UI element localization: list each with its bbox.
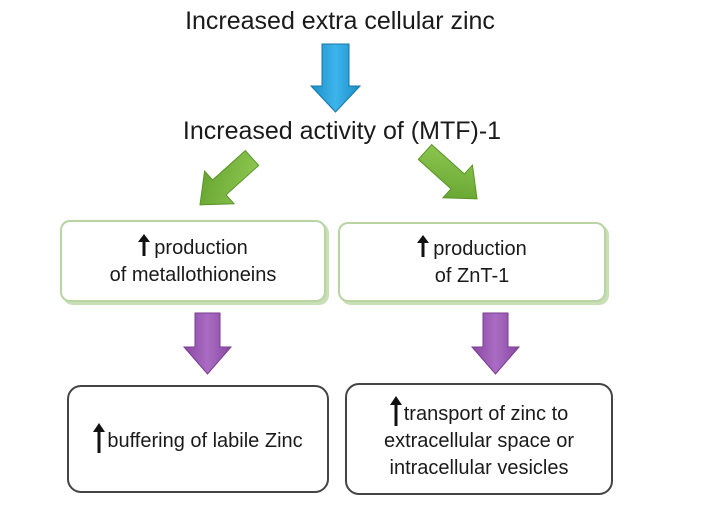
- up-arrow-icon: [93, 423, 106, 453]
- box-production-metallothioneins: production of metallothioneins: [60, 220, 326, 302]
- top-node-increased-extracellular-zinc: Increased extra cellular zinc: [185, 7, 495, 35]
- up-arrow-icon: [417, 234, 430, 257]
- left-production-line1: production: [154, 236, 248, 259]
- purple-arrow-left-icon: [182, 312, 233, 375]
- left-production-line2: of metallothioneins: [109, 263, 277, 286]
- box-production-znt1: production of ZnT-1: [338, 222, 606, 302]
- right-effect-line3: intracellular vesicles: [389, 457, 569, 479]
- right-production-line2: of ZnT-1: [434, 264, 510, 287]
- right-production-line1: production: [433, 237, 527, 260]
- middle-node-mtf1-activity: Increased activity of (MTF)-1: [182, 117, 502, 145]
- box-transport-of-zinc: transport of zinc to extracellular space…: [345, 383, 613, 495]
- box-buffering-labile-zinc: buffering of labile Zinc: [67, 385, 329, 493]
- right-effect-line1: transport of zinc to: [403, 403, 569, 425]
- green-arrow-right-icon: [417, 143, 478, 200]
- left-effect-text: buffering of labile Zinc: [107, 430, 303, 452]
- blue-arrow-down-icon: [309, 43, 362, 113]
- purple-arrow-right-icon: [470, 312, 521, 375]
- up-arrow-icon: [389, 396, 402, 426]
- green-arrow-left-icon: [199, 149, 260, 206]
- right-effect-line2: extracellular space or: [383, 430, 575, 452]
- up-arrow-icon: [138, 233, 151, 256]
